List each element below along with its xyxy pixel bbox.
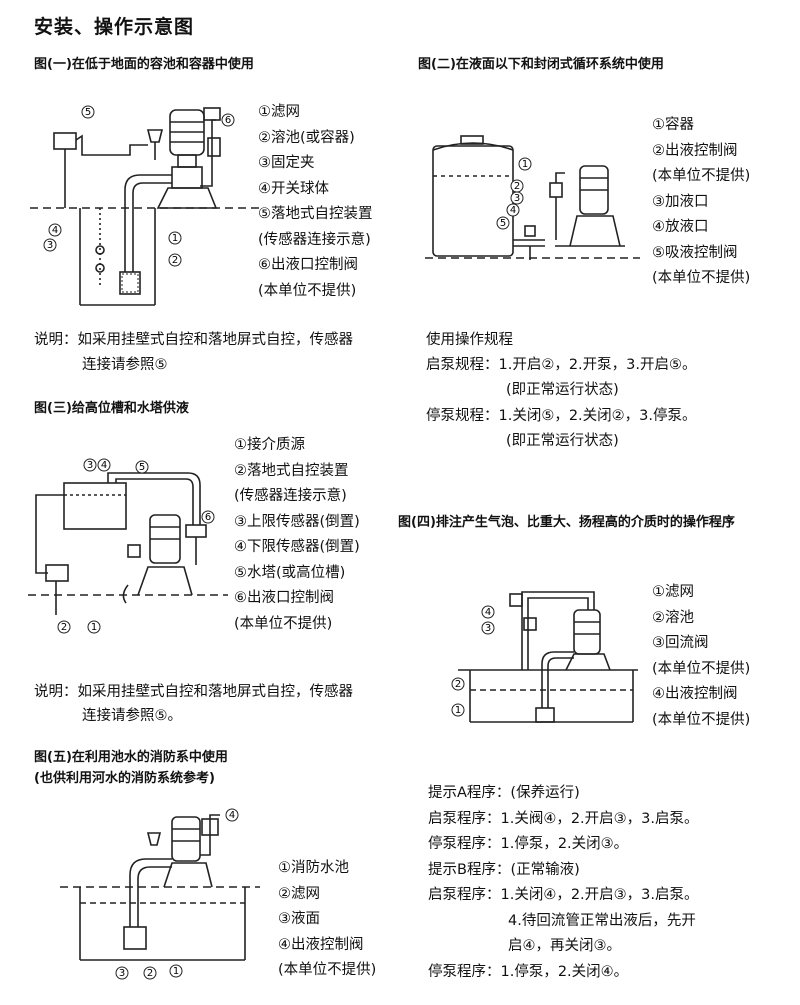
callout-6: 6 <box>205 512 211 523</box>
callout-1: 1 <box>172 233 178 244</box>
fig1-diagram: 5 6 4 3 1 2 <box>30 105 260 306</box>
fig2-item: ③加液口 <box>652 193 709 210</box>
fig3-item: ⑤水塔(或高位槽) <box>234 564 346 581</box>
callout-5: 5 <box>85 107 91 118</box>
fig4-prog-line: 提示A程序：(保养运行) <box>428 785 580 801</box>
callout-2: 2 <box>514 181 520 192</box>
callout-6: 6 <box>225 115 231 126</box>
fig2-item: ⑤吸液控制阀 <box>652 244 738 261</box>
fig3-note-line2: 连接请参照⑤。 <box>82 708 182 724</box>
fig2-item: (本单位不提供) <box>652 270 751 286</box>
callout-4: 4 <box>52 225 58 236</box>
fig1-item: (本单位不提供) <box>258 282 357 299</box>
callout-2: 2 <box>147 968 153 979</box>
fig2-rules-title: 使用操作规程 <box>426 332 513 348</box>
fig3-item: ①接介质源 <box>234 437 305 453</box>
fig4-item: ②溶池 <box>652 609 694 626</box>
callout-1: 1 <box>455 705 461 716</box>
fig4-prog-line: 4.待回流管正常出液后，先开 <box>508 912 696 929</box>
fig1-item: (传感器连接示意) <box>258 231 371 248</box>
fig1-note-line1: 说明：如采用挂壁式自控和落地屏式自控，传感器 <box>34 332 353 348</box>
fig1-item: ④开关球体 <box>258 180 329 197</box>
fig1-item: ⑤落地式自控装置 <box>258 206 373 222</box>
fig3-item: ②落地式自控装置 <box>234 462 349 479</box>
fig4-item: ①滤网 <box>652 584 694 600</box>
fig4-legend: ①滤网 ②溶池 ③回流阀 (本单位不提供) ④出液控制阀 (本单位不提供) <box>652 580 750 733</box>
fig1-caption: 图(一)在低于地面的容池和容器中使用 <box>34 57 254 72</box>
callout-5: 5 <box>139 462 145 473</box>
callout-5: 5 <box>500 218 506 229</box>
fig4-prog-line: 提示B程序：(正常输液) <box>428 861 580 878</box>
fig2-start-line: 启泵规程：1.开启②，2.开泵，3.开启⑤。 <box>426 357 697 373</box>
fig4-prog-line: 停泵程序：1.停泵，2.关闭④。 <box>428 963 629 980</box>
fig3-item: ④下限传感器(倒置) <box>234 539 360 555</box>
callout-3: 3 <box>119 968 125 979</box>
fig1-note-line2: 连接请参照⑤ <box>82 357 168 373</box>
fig2-item: (本单位不提供) <box>652 168 751 184</box>
fig1-item: ③固定夹 <box>258 155 315 171</box>
fig2-item: ④放液口 <box>652 219 709 235</box>
fig3-caption: 图(三)给高位槽和水塔供液 <box>34 401 189 416</box>
fig1-item: ①滤网 <box>258 104 300 120</box>
fig3-item: ③上限传感器(倒置) <box>234 513 360 530</box>
fig5-item: ③液面 <box>278 911 320 927</box>
fig4-caption: 图(四)排注产生气泡、比重大、扬程高的介质时的操作程序 <box>398 515 735 530</box>
fig2-legend: ①容器 ②出液控制阀 (本单位不提供) ③加液口 ④放液口 ⑤吸液控制阀 (本单… <box>652 113 750 292</box>
callout-2: 2 <box>455 679 461 690</box>
callout-1: 1 <box>522 159 528 170</box>
callout-4: 4 <box>510 205 516 216</box>
callout-4: 4 <box>229 810 235 821</box>
fig3-legend: ①接介质源 ②落地式自控装置 (传感器连接示意) ③上限传感器(倒置) ④下限传… <box>234 433 360 637</box>
callout-1: 1 <box>91 622 97 633</box>
fig2-item: ①容器 <box>652 117 694 133</box>
fig5-subcaption: (也供利用河水的消防系统参考) <box>34 771 215 786</box>
fig4-prog-line: 启泵程序：1.关阀④，2.开启③，3.启泵。 <box>428 810 699 827</box>
fig5-caption: 图(五)在利用池水的消防系中使用 <box>34 750 228 765</box>
fig1-legend: ①滤网 ②溶池(或容器) ③固定夹 ④开关球体 ⑤落地式自控装置 (传感器连接示… <box>258 100 373 304</box>
callout-3: 3 <box>514 193 520 204</box>
fig5-item: (本单位不提供) <box>278 962 377 978</box>
callout-3: 3 <box>87 460 93 471</box>
fig1-item: ②溶池(或容器) <box>258 129 355 146</box>
fig2-item: ②出液控制阀 <box>652 142 738 159</box>
fig2-stop-line: 停泵规程：1.关闭⑤，2.关闭②，3.停泵。 <box>426 408 697 424</box>
callout-3: 3 <box>47 240 53 251</box>
fig2-diagram: 1 2 3 4 5 <box>425 135 640 260</box>
fig4-prog-line: 启泵程序：1.关闭④，2.开启③，3.启泵。 <box>428 887 699 903</box>
callout-4: 4 <box>485 607 491 618</box>
fig4-item: ④出液控制阀 <box>652 686 738 702</box>
fig2-stop-state: (即正常运行状态) <box>506 433 619 449</box>
fig2-start-state: (即正常运行状态) <box>506 382 619 398</box>
callout-4: 4 <box>101 460 107 471</box>
callout-3: 3 <box>485 623 491 634</box>
fig5-diagram: 4 3 2 1 <box>60 808 260 980</box>
callout-1: 1 <box>173 966 179 977</box>
callout-2: 2 <box>172 255 178 266</box>
fig4-procedure: 提示A程序：(保养运行) 启泵程序：1.关阀④，2.开启③，3.启泵。 停泵程序… <box>428 781 699 985</box>
fig4-prog-line: 停泵程序：1.停泵，2.关闭③。 <box>428 836 629 852</box>
fig4-item: (本单位不提供) <box>652 660 751 677</box>
fig5-item: ②滤网 <box>278 885 320 902</box>
fig5-legend: ①消防水池 ②滤网 ③液面 ④出液控制阀 (本单位不提供) <box>278 856 376 984</box>
callout-2: 2 <box>61 622 67 633</box>
fig3-note-line1: 说明：如采用挂壁式自控和落地屏式自控，传感器 <box>34 684 353 700</box>
fig4-item: (本单位不提供) <box>652 711 751 728</box>
fig5-item: ④出液控制阀 <box>278 936 364 953</box>
fig3-item: (本单位不提供) <box>234 615 333 632</box>
fig5-item: ①消防水池 <box>278 860 349 876</box>
fig3-item: ⑥出液口控制阀 <box>234 590 334 606</box>
fig3-diagram: 3 4 5 6 2 1 <box>28 458 228 634</box>
fig1-item: ⑥出液口控制阀 <box>258 257 358 273</box>
fig4-prog-line: 启④，再关闭③。 <box>508 938 621 954</box>
fig4-diagram: 4 3 2 1 <box>451 591 638 723</box>
page-title: 安装、操作示意图 <box>34 16 195 38</box>
fig3-item: (传感器连接示意) <box>234 488 347 504</box>
fig4-item: ③回流阀 <box>652 635 709 651</box>
fig2-caption: 图(二)在液面以下和封闭式循环系统中使用 <box>418 57 664 72</box>
